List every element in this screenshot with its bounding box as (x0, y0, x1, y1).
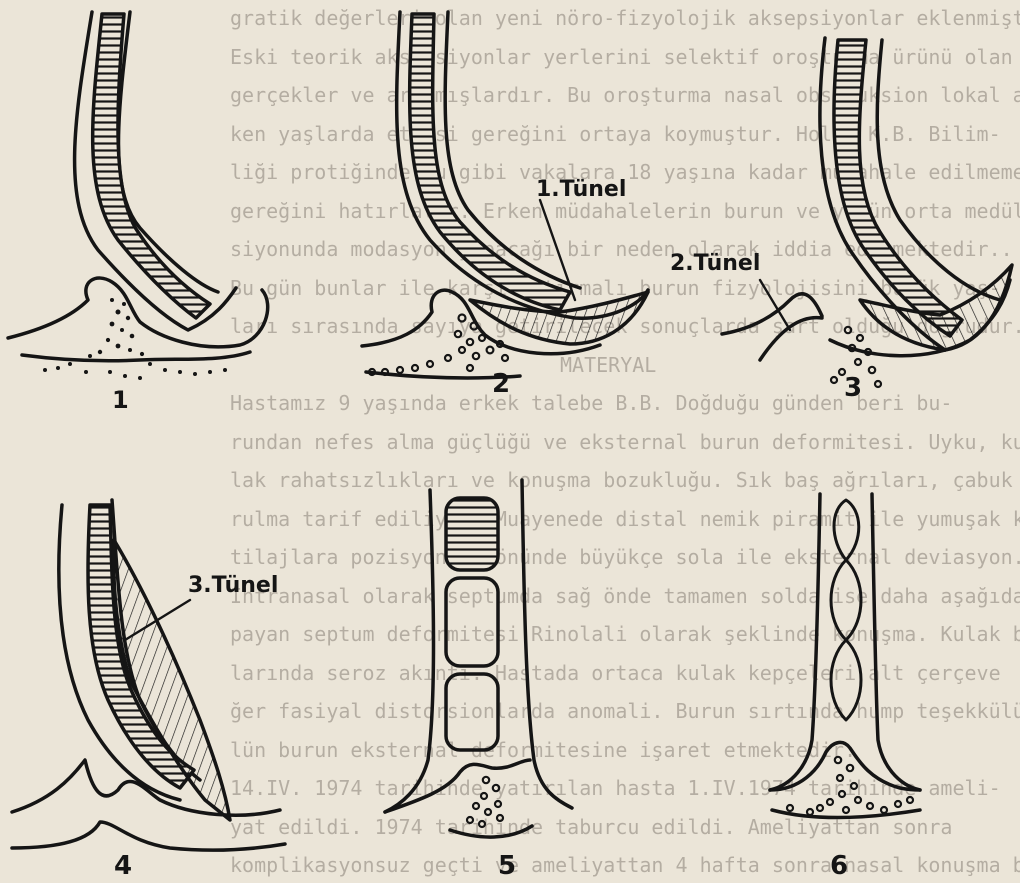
flap-3-left (760, 318, 822, 360)
tunnel-3-label: 3.Tünel (188, 573, 278, 598)
base-6 (770, 742, 920, 790)
figure-4 (12, 500, 285, 850)
figure-number-4: 4 (114, 851, 132, 881)
cartilage-chain-6 (831, 500, 861, 720)
figure-number-1: 1 (112, 386, 129, 414)
septum-left-wall-5 (385, 490, 434, 812)
base-4 (12, 760, 280, 815)
figure-number-5: 5 (498, 851, 516, 881)
figure-number-6: 6 (830, 851, 848, 881)
cartilage-block-2 (446, 578, 498, 666)
tunnel-2-label: 2.Tünel (670, 251, 760, 276)
base-left (8, 278, 268, 347)
figure-6 (770, 494, 920, 818)
cartilage-chips-5 (467, 777, 503, 827)
cartilage-block-top (446, 498, 498, 570)
base-floor-5 (450, 826, 532, 837)
cartilage-block-3 (446, 674, 498, 750)
base-floor (22, 352, 250, 361)
septum-cartilage-2 (410, 14, 570, 310)
septum-right-wall-6 (872, 494, 920, 790)
figure-number-3: 3 (844, 373, 862, 403)
figure-1 (8, 12, 268, 380)
base-5 (385, 760, 530, 812)
tunnel-1-label: 1.Tünel (536, 177, 626, 202)
septum-left-wall-6 (770, 494, 820, 790)
septum-cartilage-3 (834, 40, 962, 336)
figure-3 (722, 38, 1012, 387)
figure-number-2: 2 (492, 369, 510, 399)
septum-cartilage (93, 14, 210, 318)
base-floor-4 (12, 822, 285, 850)
cartilage-chips-2 (369, 315, 508, 376)
figure-5 (385, 480, 572, 837)
